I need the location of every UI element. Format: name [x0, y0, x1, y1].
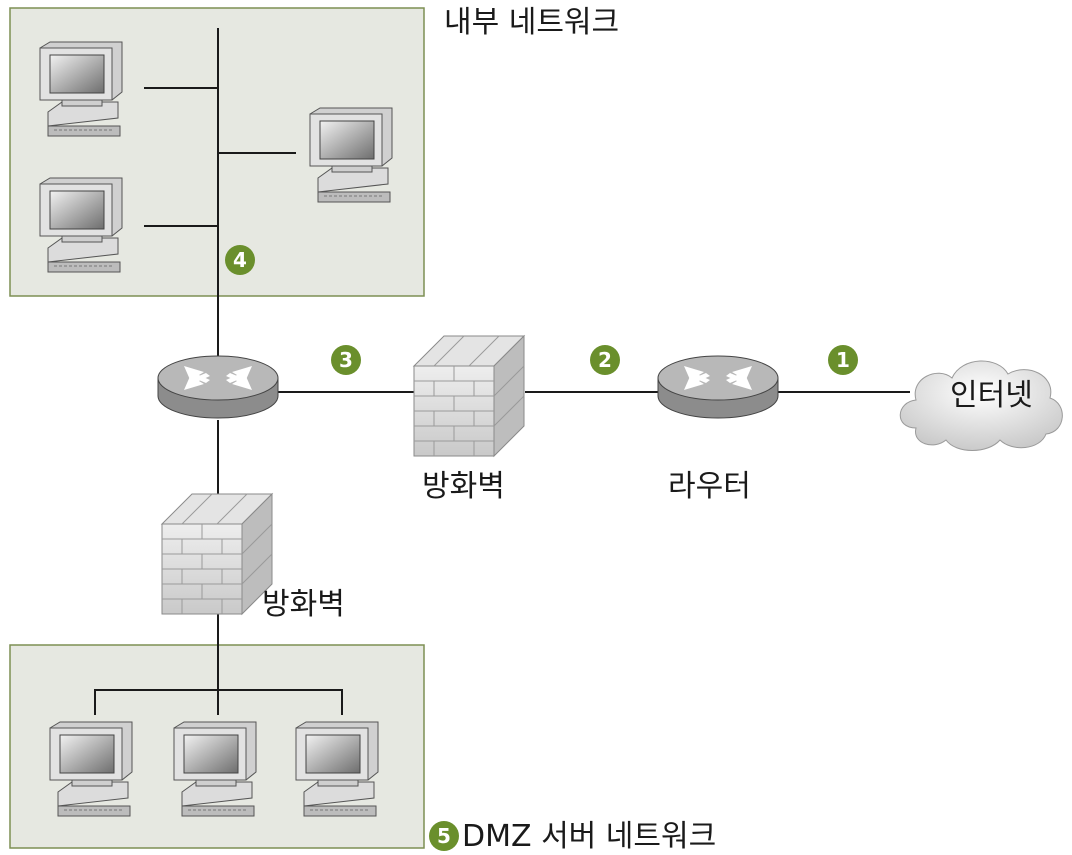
internet-label: 인터넷 — [950, 378, 1033, 413]
firewall-icon — [161, 493, 273, 615]
svg-text:3: 3 — [339, 348, 353, 372]
svg-text:1: 1 — [836, 348, 850, 372]
svg-text:2: 2 — [598, 348, 612, 372]
network-links — [94, 28, 910, 715]
router-icon — [157, 355, 279, 419]
dmz-firewall-label: 방화벽 — [262, 587, 345, 622]
svg-text:4: 4 — [233, 248, 247, 272]
marker-3: 3 — [331, 345, 361, 375]
router-icon — [657, 355, 779, 419]
marker-4: 4 — [225, 245, 255, 275]
marker-1: 1 — [828, 345, 858, 375]
dmz-network-label: DMZ 서버 네트워크 — [462, 819, 716, 854]
svg-text:5: 5 — [437, 824, 451, 848]
cloud-icon — [899, 360, 1063, 451]
marker-2: 2 — [590, 345, 620, 375]
marker-5: 5 — [429, 821, 459, 851]
firewall-icon — [413, 335, 525, 457]
internal-network-label: 내부 네트워크 — [444, 5, 619, 40]
firewall-label: 방화벽 — [422, 469, 505, 504]
router-label: 라우터 — [668, 469, 751, 504]
